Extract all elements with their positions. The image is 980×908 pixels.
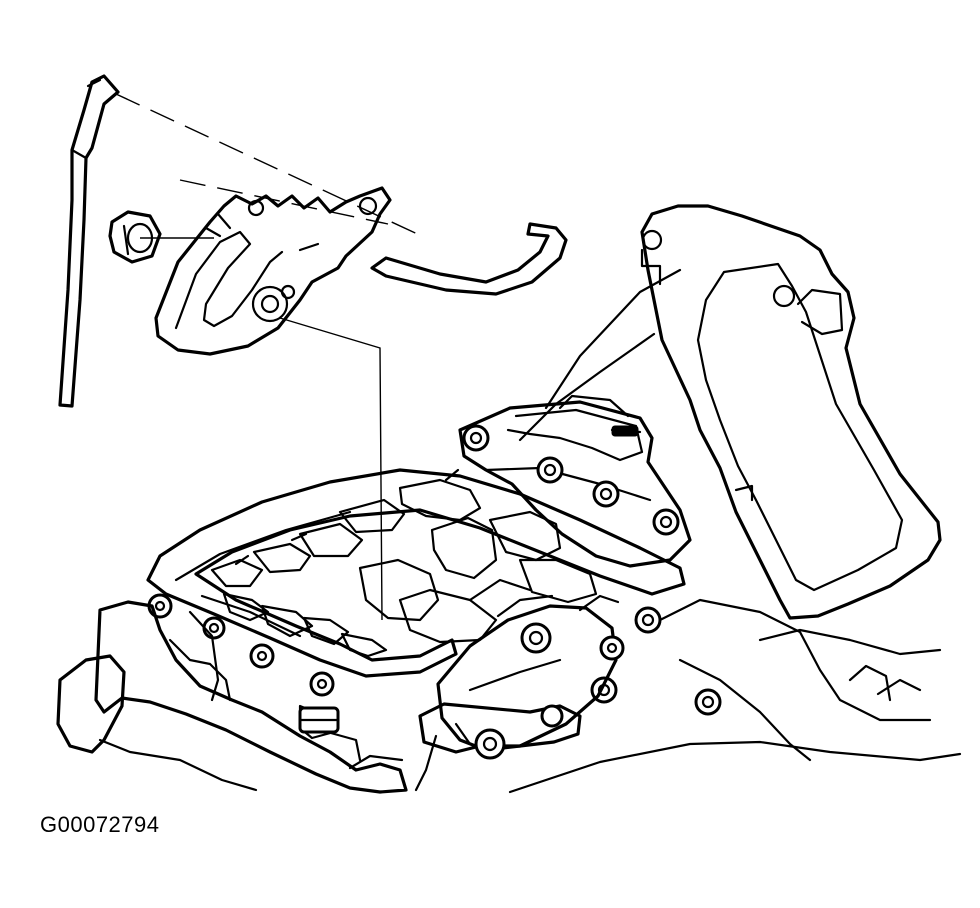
side-brace [518,268,682,442]
selector-cable [370,222,568,296]
retaining-nut [108,210,162,264]
cover-bolts [147,424,722,716]
park-neutral-switch [436,594,620,752]
shift-lever-bracket [154,186,392,356]
pan-gasket-rail [146,468,686,678]
electrical-connector [298,706,340,734]
valve-body-internals [210,468,598,658]
figure-id-label: G00072794 [40,812,160,837]
manual-shift-lever [418,635,625,760]
transmission-case [56,598,962,794]
shift-linkage-rod [58,74,120,408]
leader-lines [115,93,427,621]
valve-body-cover [458,394,692,568]
support-bracket [640,204,942,620]
